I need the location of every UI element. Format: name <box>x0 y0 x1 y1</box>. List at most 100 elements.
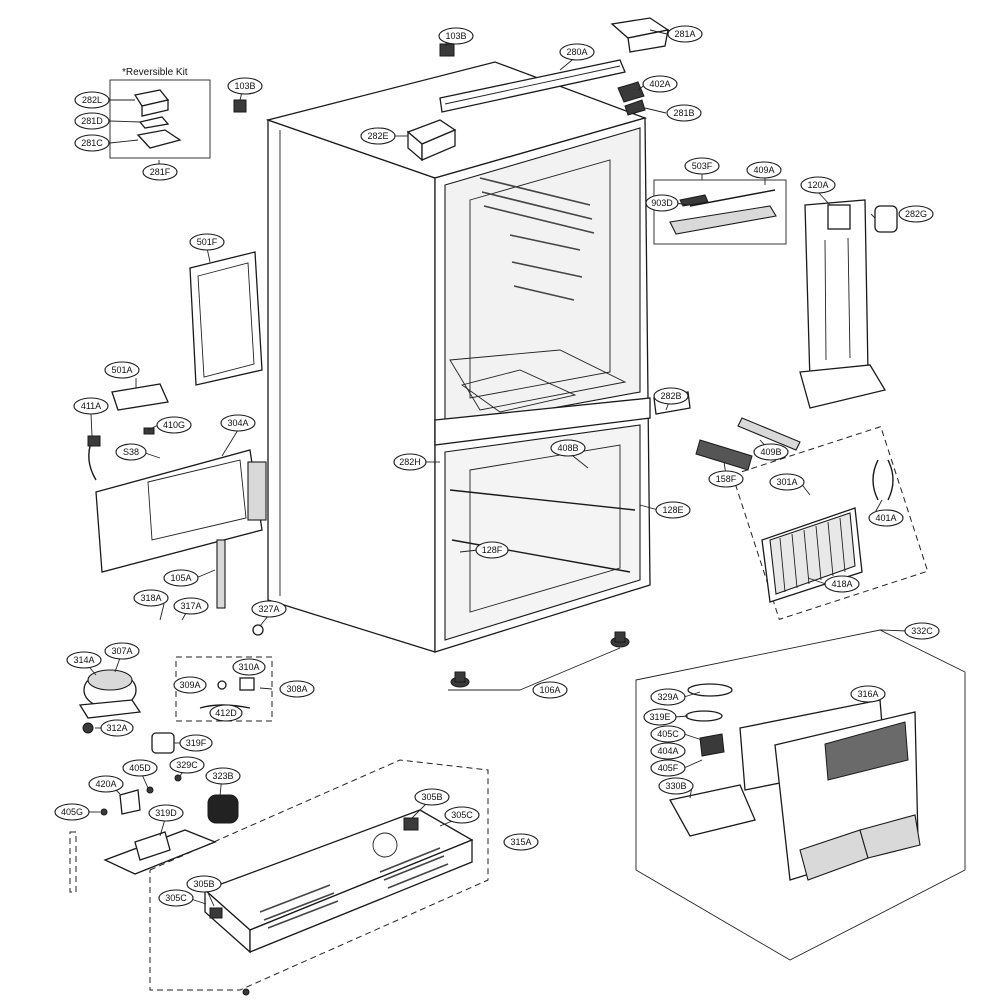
callout-315A: 315A <box>503 833 539 851</box>
svg-text:310A: 310A <box>238 662 259 672</box>
callout-282L: 282L <box>74 91 110 109</box>
svg-text:327A: 327A <box>258 604 279 614</box>
callout-158F: 158F <box>708 470 744 488</box>
callout-501F: 501F <box>189 233 225 251</box>
svg-text:503F: 503F <box>692 161 713 171</box>
callout-329A: 329A <box>650 688 686 706</box>
callout-305B-top: 305B <box>414 788 450 806</box>
svg-text:305B: 305B <box>421 792 442 802</box>
svg-text:412D: 412D <box>215 708 237 718</box>
svg-text:410G: 410G <box>163 420 185 430</box>
svg-text:323B: 323B <box>212 771 233 781</box>
callout-327A: 327A <box>251 600 287 618</box>
callout-404A: 404A <box>650 742 686 760</box>
callout-105A: 105A <box>163 569 199 587</box>
callout-128F: 128F <box>475 541 509 559</box>
svg-text:405D: 405D <box>129 763 151 773</box>
callout-280A: 280A <box>559 43 595 61</box>
callout-503F: 503F <box>684 157 720 175</box>
callout-405G: 405G <box>54 803 90 821</box>
callout-310A: 310A <box>232 658 266 676</box>
svg-text:404A: 404A <box>657 746 678 756</box>
callout-307A: 307A <box>104 642 140 660</box>
svg-text:282L: 282L <box>82 95 102 105</box>
callout-128E: 128E <box>655 501 691 519</box>
svg-text:319D: 319D <box>155 808 177 818</box>
callout-282G: 282G <box>898 205 934 223</box>
rear-cover-assembly <box>87 383 267 609</box>
callout-408B: 408B <box>550 439 586 457</box>
svg-text:405F: 405F <box>658 763 679 773</box>
callout-332C: 332C <box>904 622 940 640</box>
refrigerator-cabinet <box>252 17 670 688</box>
svg-text:405C: 405C <box>657 729 679 739</box>
callout-405F: 405F <box>650 759 686 777</box>
svg-text:120A: 120A <box>807 180 828 190</box>
compressor-307A <box>78 669 142 734</box>
svg-text:304A: 304A <box>227 418 248 428</box>
callout-304A: 304A <box>220 414 256 432</box>
svg-text:411A: 411A <box>81 401 101 411</box>
svg-text:501F: 501F <box>197 237 218 247</box>
callout-281A: 281A <box>667 25 703 43</box>
callout-402A: 402A <box>642 75 678 93</box>
callout-410G: 410G <box>156 416 192 434</box>
svg-text:281B: 281B <box>673 108 694 118</box>
svg-text:305C: 305C <box>165 893 187 903</box>
callout-418A: 418A <box>824 575 860 593</box>
svg-text:318A: 318A <box>140 593 161 603</box>
svg-text:317A: 317A <box>180 601 201 611</box>
callout-319D: 319D <box>148 804 184 822</box>
callout-309A: 309A <box>173 676 207 694</box>
svg-text:409B: 409B <box>760 447 781 457</box>
base-plate-box <box>149 759 489 996</box>
svg-text:307A: 307A <box>111 646 132 656</box>
callout-317A: 317A <box>173 597 209 615</box>
callout-405D: 405D <box>122 759 158 777</box>
callout-314A: 314A <box>66 651 102 669</box>
svg-text:409A: 409A <box>753 165 774 175</box>
svg-text:282H: 282H <box>399 457 421 467</box>
svg-text:106A: 106A <box>539 685 560 695</box>
callout-316A: 316A <box>850 685 886 703</box>
svg-text:305C: 305C <box>451 810 473 820</box>
callout-282B: 282B <box>653 387 689 405</box>
svg-text:282E: 282E <box>367 131 388 141</box>
svg-text:301A: 301A <box>776 477 797 487</box>
svg-text:105A: 105A <box>170 573 191 583</box>
callout-103B-kit: 103B <box>227 77 263 95</box>
svg-text:305B: 305B <box>193 879 214 889</box>
svg-text:501A: 501A <box>111 365 132 375</box>
callout-305B-bottom: 305B <box>186 875 222 893</box>
reversible-kit-label: *Reversible Kit <box>122 67 188 78</box>
svg-text:103B: 103B <box>234 81 255 91</box>
callout-420A: 420A <box>88 775 124 793</box>
callout-312A: 312A <box>100 719 134 737</box>
svg-text:319E: 319E <box>649 712 670 722</box>
shelf-parts <box>653 179 787 245</box>
svg-text:418A: 418A <box>831 579 852 589</box>
cover-parts-middle <box>653 391 801 471</box>
svg-text:128F: 128F <box>482 545 503 555</box>
svg-text:405G: 405G <box>61 807 83 817</box>
callout-501A: 501A <box>104 361 140 379</box>
callout-405C-right: 405C <box>650 725 686 743</box>
svg-text:319F: 319F <box>186 738 207 748</box>
callout-329C: 329C <box>169 756 205 774</box>
callout-281D: 281D <box>74 112 110 130</box>
svg-text:314A: 314A <box>73 655 94 665</box>
svg-text:329A: 329A <box>657 692 678 702</box>
svg-text:315A: 315A <box>510 837 531 847</box>
reversible-kit-box: *Reversible Kit <box>109 67 247 159</box>
callout-401A: 401A <box>868 509 904 527</box>
svg-text:S38: S38 <box>123 447 139 457</box>
svg-text:329C: 329C <box>176 760 198 770</box>
callout-120A: 120A <box>800 176 836 194</box>
svg-text:332C: 332C <box>911 626 933 636</box>
svg-text:316A: 316A <box>857 689 878 699</box>
svg-text:309A: 309A <box>179 680 200 690</box>
svg-text:281F: 281F <box>150 167 171 177</box>
callout-281F: 281F <box>142 163 178 181</box>
svg-text:281A: 281A <box>674 29 695 39</box>
